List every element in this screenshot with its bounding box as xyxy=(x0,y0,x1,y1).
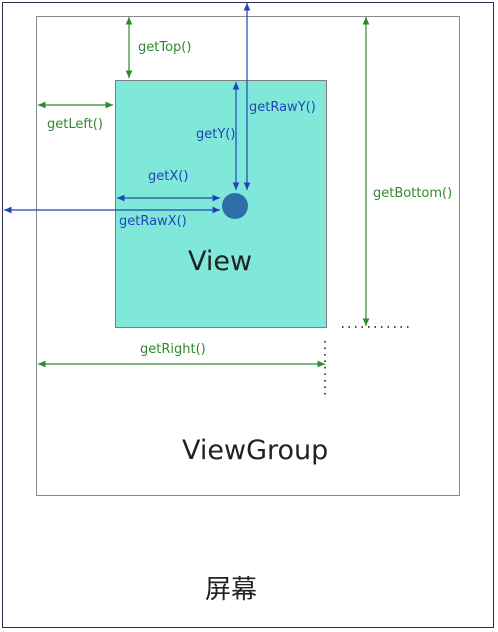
view-label: View xyxy=(188,246,253,277)
get-raw-x-label: getRawX() xyxy=(119,214,187,229)
touch-point xyxy=(222,193,248,219)
view-box xyxy=(115,80,327,328)
get-y-label: getY() xyxy=(196,127,236,142)
screen-label: 屏幕 xyxy=(205,575,258,605)
get-left-label: getLeft() xyxy=(47,117,103,132)
viewgroup-label: ViewGroup xyxy=(182,435,329,466)
get-right-label: getRight() xyxy=(140,342,206,357)
get-x-label: getX() xyxy=(148,169,189,184)
get-raw-y-label: getRawY() xyxy=(249,100,316,115)
get-top-label: getTop() xyxy=(138,40,192,55)
get-bottom-label: getBottom() xyxy=(373,186,453,201)
